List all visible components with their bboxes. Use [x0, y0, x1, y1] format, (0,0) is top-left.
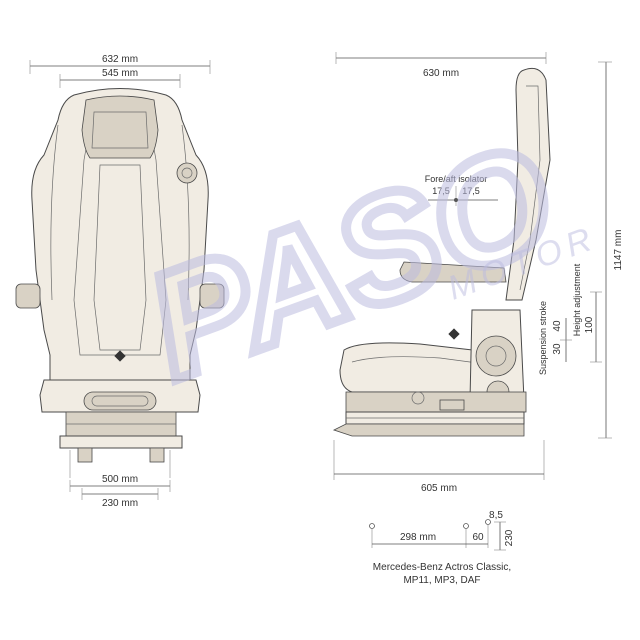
side-view: 630 mm 1147 mm Fore/aft isolator 17,5 17…	[332, 52, 624, 494]
front-overall-width-label: 632 mm	[102, 54, 138, 65]
isolator-left-value: 17,5	[432, 186, 450, 196]
caption-line-2: MP11, MP3, DAF	[403, 575, 480, 586]
front-left-armrest	[15, 283, 41, 309]
front-adjust-knob	[176, 162, 198, 184]
front-mount-width-label: 230 mm	[102, 498, 138, 509]
suspension-down-value: 30	[552, 343, 563, 355]
height-adjustment-label: Height adjustment	[572, 263, 582, 336]
side-armrest	[399, 261, 507, 283]
front-view: 632 mm 545 mm	[15, 54, 225, 509]
side-rail	[332, 423, 525, 437]
front-headrest	[81, 95, 159, 159]
side-depth-label: 630 mm	[423, 68, 459, 79]
front-inner-width-label: 545 mm	[102, 68, 138, 79]
mount-length-label: 298 mm	[400, 532, 436, 543]
suspension-label: Suspension stroke	[538, 301, 548, 375]
side-height-label: 1147 mm	[613, 230, 624, 271]
height-adjustment-value: 100	[584, 316, 595, 333]
front-base-width-label: 500 mm	[102, 474, 138, 485]
front-handle	[83, 391, 157, 411]
mount-small-offset-label: 8,5	[489, 510, 503, 521]
mounting-pattern: 298 mm 60 8,5 230	[369, 510, 515, 551]
caption-line-1: Mercedes-Benz Actros Classic,	[373, 562, 511, 573]
mount-offset-label: 60	[472, 532, 484, 543]
side-base-depth-label: 605 mm	[421, 483, 457, 494]
front-right-armrest	[199, 283, 225, 309]
front-backrest	[31, 88, 209, 381]
suspension-up-value: 40	[552, 320, 563, 332]
isolator-label: Fore/aft isolator	[425, 174, 488, 184]
mount-height-label: 230	[504, 529, 515, 546]
isolator-right-value: 17,5	[462, 186, 480, 196]
